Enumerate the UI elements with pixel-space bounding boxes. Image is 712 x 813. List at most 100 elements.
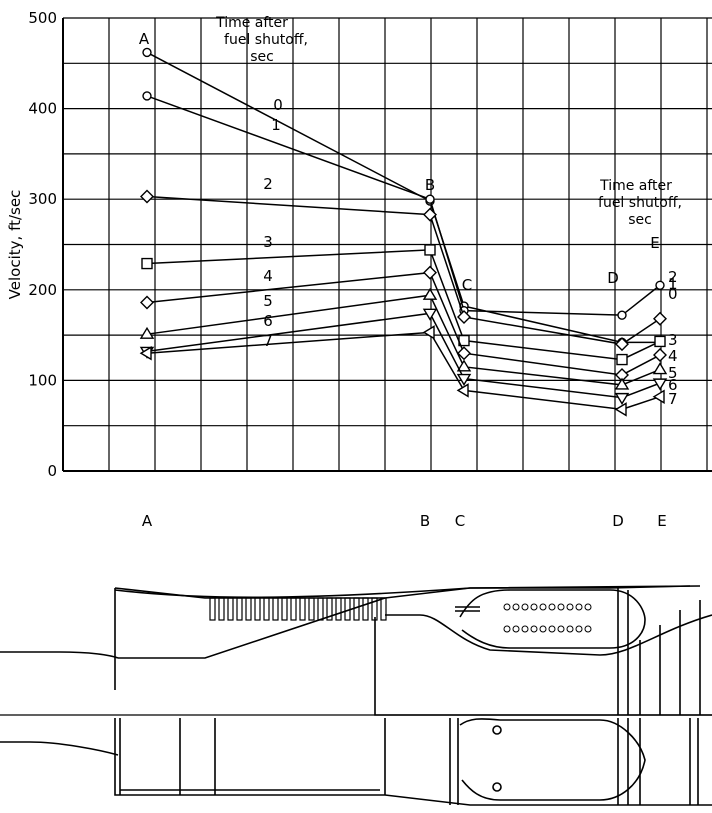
data-point [614,402,627,417]
combustor-hole [557,603,565,611]
series-7 [139,325,665,417]
data-point [422,287,438,300]
lower-struts [119,718,699,805]
data-point [422,325,435,340]
series-5 [139,287,668,390]
compressor-blade [290,597,297,621]
casing-top [114,585,701,599]
combustor-hole [530,603,538,611]
series-3 [141,244,666,366]
upper-casing [114,585,691,690]
chart-station-label: B [425,176,435,194]
y-axis-label: Velocity, ft/sec [6,190,24,300]
data-point [142,91,152,101]
series-label-right: 3 [668,331,678,349]
series-label: 6 [263,312,273,330]
combustor-hole [512,625,520,633]
compressor-blade [272,597,279,621]
inlet-duct [118,597,386,659]
data-point [422,308,438,321]
compressor-blade [326,597,333,621]
data-point [653,348,667,363]
chart-station-label: E [650,234,659,252]
lower-casing [114,718,712,806]
series-line [146,294,661,386]
combustor-hole [548,625,556,633]
data-point [457,346,471,361]
lower-inlet [0,741,119,756]
y-tick-label: 100 [28,371,57,389]
data-point [140,295,154,310]
combustor-hole [548,603,556,611]
fuel-nozzle [455,606,480,612]
series-4 [140,265,667,382]
series-label: 7 [263,332,273,350]
y-tick-label: 300 [28,190,57,208]
y-tick-label: 500 [28,9,57,27]
data-point [457,309,471,324]
data-point [652,362,668,375]
combustor-hole [584,625,592,633]
engine-station-label: A [142,512,153,530]
lower-fuel-port [492,725,502,735]
series-line [146,331,661,411]
series-label-right: 4 [668,347,678,365]
combustor-holes [503,603,592,633]
combustor-hole [566,603,574,611]
lower-combustor [459,718,646,801]
compressor-blade [380,597,387,621]
combustor-hole [530,625,538,633]
data-point [652,378,668,391]
lower-fuel-port-2 [492,782,502,792]
data-point [424,244,436,256]
series-label: 0 [273,96,283,114]
data-point [423,207,437,222]
data-point [456,359,472,372]
compressor-blades [209,597,387,621]
combustor-hole [521,603,529,611]
series-label-right: 6 [668,376,678,394]
series-label: 5 [263,292,273,310]
combustor-hole [521,625,529,633]
series-line [146,195,661,345]
data-point [140,189,154,204]
compressor-blade [254,597,261,621]
data-point [139,326,155,339]
series-line [146,95,661,316]
compressor-blade [344,597,351,621]
legend-title-right: fuel shutoff, [598,195,682,211]
data-point [616,353,628,366]
series-1 [142,91,665,320]
compressor-blade [362,597,369,621]
engine-station-label: B [420,512,430,530]
data-point [653,311,667,326]
series-label: 2 [263,175,273,193]
data-point [141,257,153,270]
compressor-blade [335,597,342,621]
combustor-hole [575,603,583,611]
compressor-blade [308,597,315,621]
data-point [655,280,665,290]
combustor-hole [575,625,583,633]
data-point [456,373,472,386]
data-point [614,392,630,405]
combustor-liner [459,589,646,649]
chart-station-label: D [607,269,619,287]
data-point [142,47,152,58]
combustor-outer [385,614,712,656]
data-point [615,337,629,352]
compressor-blade [317,597,324,621]
compressor-blade [227,597,234,621]
series-label-right: 5 [668,364,678,382]
chart-axes [62,18,712,472]
compressor-blade [218,597,225,621]
combustor-hole [566,625,574,633]
series-label-right: 1 [668,275,678,293]
turbine-section [617,588,701,715]
chart-grid [62,17,712,472]
chart-station-label: C [462,276,472,294]
engine-station-label: C [455,512,465,530]
